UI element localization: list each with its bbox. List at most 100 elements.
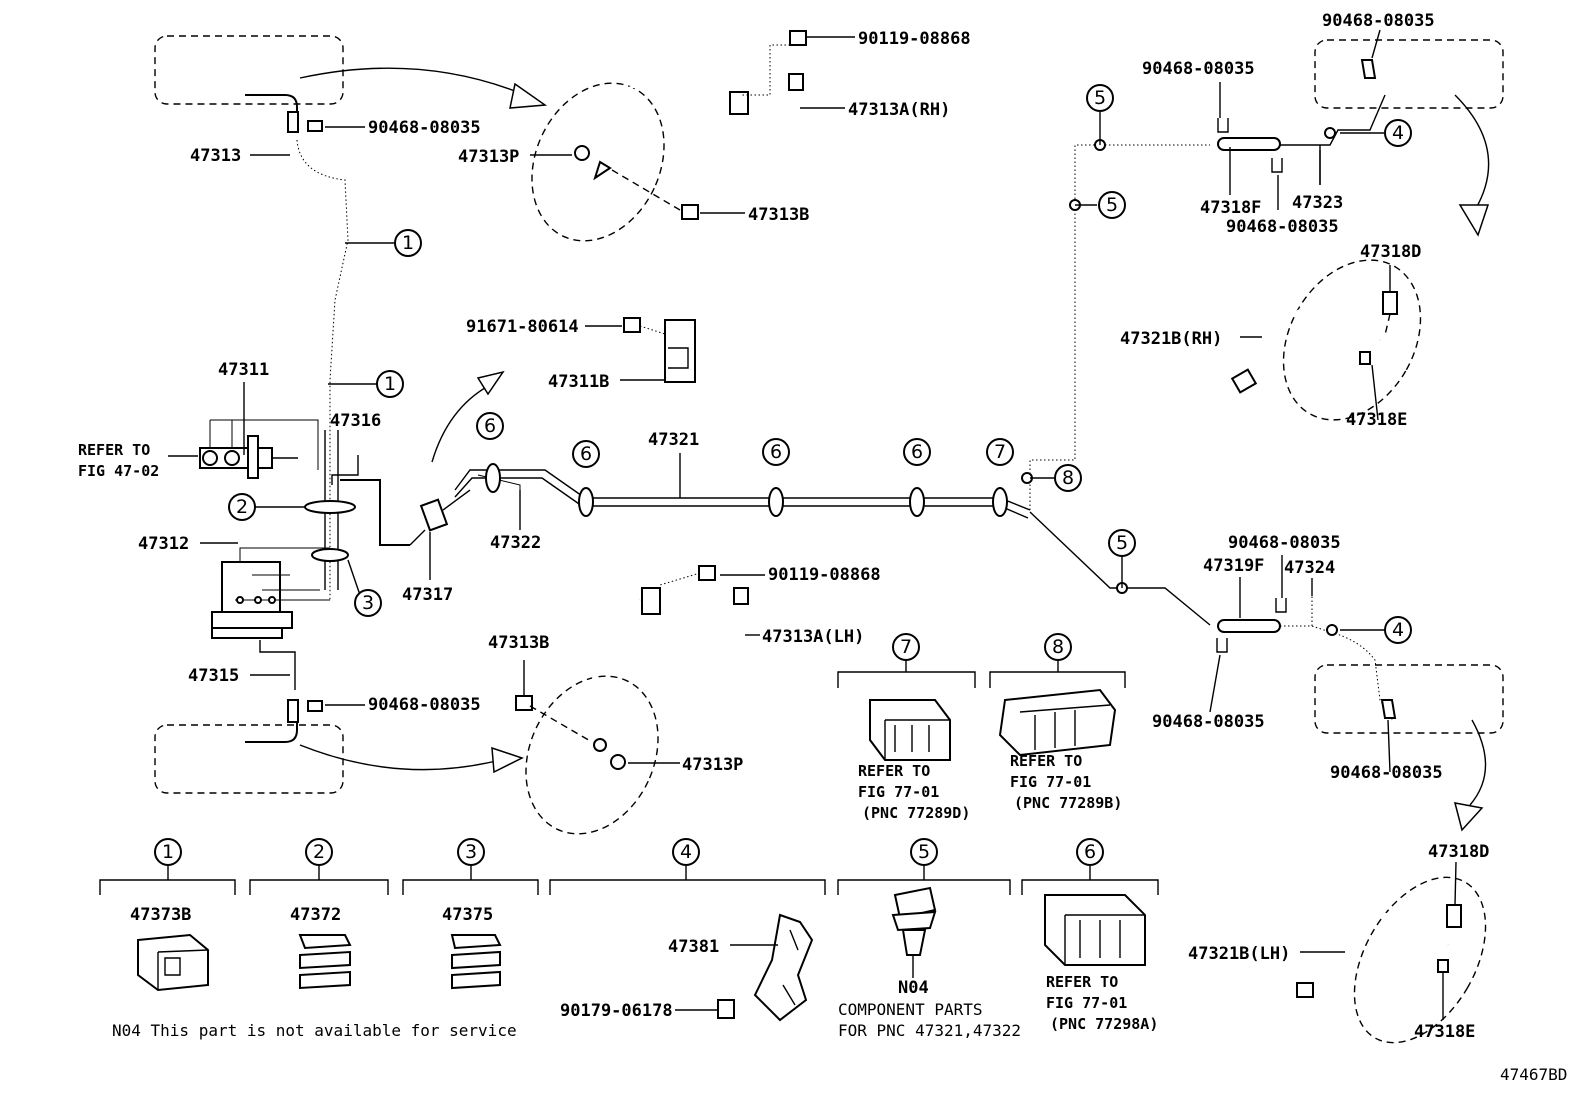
svg-text:1: 1 — [162, 841, 174, 863]
clamp-2 — [304, 500, 356, 514]
label-for-pnc: FOR PNC 47321,47322 — [838, 1021, 1021, 1040]
rear-rh-hose-group — [1282, 259, 1422, 421]
arrow-mid-head — [476, 370, 505, 396]
bracket-k2 — [249, 866, 389, 895]
label-47318E-bot: 47318E — [1414, 1022, 1475, 1042]
rear-rh-box — [1314, 39, 1504, 109]
arrow-rear-rh-head — [1458, 204, 1490, 237]
label-90468-08035-c: 90468-08035 — [1322, 11, 1435, 31]
bolt-47313B-lh — [515, 695, 533, 711]
label-90468-08035-e: 90468-08035 — [1226, 217, 1339, 237]
label-47373B: 47373B — [130, 905, 191, 925]
rear-lh-hose-group — [1353, 876, 1487, 1044]
label-47313P-top: 47313P — [458, 147, 519, 167]
key-3: 3 — [457, 838, 485, 866]
label-47317: 47317 — [402, 585, 453, 605]
label-47313A-lh: 47313A(LH) — [762, 627, 864, 647]
callout-8: 8 — [1054, 464, 1082, 492]
label-refer-6-b: FIG 77-01 — [1046, 994, 1127, 1012]
fitting-47321B-lh — [1296, 982, 1314, 998]
label-47318D-bot: 47318D — [1428, 842, 1489, 862]
bracket-k5 — [837, 866, 1011, 895]
callout-5-a: 5 — [1086, 84, 1114, 112]
svg-text:6: 6 — [580, 443, 592, 465]
label-refer-to-a: REFER TO — [78, 441, 150, 459]
label-90468-08035-a: 90468-08035 — [368, 118, 481, 138]
callout-4-a: 4 — [1384, 119, 1412, 147]
label-n04: N04 — [898, 978, 929, 998]
label-not-available-note: N04 This part is not available for servi… — [112, 1021, 517, 1040]
svg-text:6: 6 — [770, 441, 782, 463]
bracket-k3 — [402, 866, 539, 895]
label-90468-08035-h: 90468-08035 — [1330, 763, 1443, 783]
tube-47321 — [454, 469, 1031, 511]
clamp-47373B-icon — [137, 933, 209, 992]
clamp-8-icon — [998, 688, 1117, 757]
svg-text:5: 5 — [1106, 194, 1118, 216]
svg-text:4: 4 — [1392, 122, 1404, 144]
clip-90468-top-left — [307, 120, 323, 132]
label-90468-08035-b: 90468-08035 — [368, 695, 481, 715]
tube-47313 — [296, 139, 349, 600]
label-90179-06178: 90179-06178 — [560, 1001, 673, 1021]
svg-text:1: 1 — [384, 373, 396, 395]
label-47324: 47324 — [1284, 558, 1335, 578]
callout-5-c: 5 — [1108, 529, 1136, 557]
key-2: 2 — [305, 838, 333, 866]
bottom-tube-fitting — [287, 699, 299, 723]
callout-1-b: 1 — [376, 370, 404, 398]
callout-6-b: 6 — [572, 440, 600, 468]
clamp-7 — [992, 487, 1008, 517]
label-47321B-lh: 47321B(LH) — [1188, 944, 1290, 964]
fitting-47313A-lh — [733, 587, 749, 605]
label-refer-7-a: REFER TO — [858, 762, 930, 780]
svg-text:3: 3 — [465, 841, 477, 863]
arrow-rear-lh — [1469, 719, 1487, 806]
svg-text:5: 5 — [1116, 532, 1128, 554]
svg-text:4: 4 — [680, 841, 692, 863]
clip-90468-d — [1216, 638, 1228, 653]
label-47313: 47313 — [190, 146, 241, 166]
clamp-3 — [311, 548, 349, 562]
label-47313B-top: 47313B — [748, 205, 809, 225]
arrow-top-left — [299, 67, 526, 96]
arrow-bottom-left — [299, 744, 501, 771]
clamp-6-a — [485, 463, 501, 493]
svg-text:5: 5 — [918, 841, 930, 863]
bracket-7 — [837, 660, 976, 688]
bracket-8 — [989, 660, 1126, 688]
label-47381: 47381 — [668, 937, 719, 957]
union-47318F — [1217, 137, 1281, 151]
clip-47381-icon — [753, 913, 814, 1022]
callout-3: 3 — [354, 589, 382, 617]
svg-text:8: 8 — [1062, 467, 1074, 489]
tube-rear-lh — [1029, 511, 1211, 626]
key-5: 5 — [910, 838, 938, 866]
key-4: 4 — [672, 838, 700, 866]
clip-47313P-lh — [610, 754, 626, 770]
callout-4-b: 4 — [1384, 616, 1412, 644]
svg-text:6: 6 — [484, 415, 496, 437]
svg-text:6: 6 — [911, 441, 923, 463]
label-47311: 47311 — [218, 360, 269, 380]
bolt-90179 — [717, 999, 735, 1019]
label-refer-8-a: REFER TO — [1010, 752, 1082, 770]
figure-code: 47467BD — [1500, 1065, 1567, 1084]
svg-text:6: 6 — [1084, 841, 1096, 863]
callout-6-c: 6 — [762, 438, 790, 466]
label-90468-08035-g: 90468-08035 — [1152, 712, 1265, 732]
label-47315: 47315 — [188, 666, 239, 686]
svg-text:7: 7 — [900, 636, 912, 658]
tube-47316 — [331, 455, 359, 485]
bolt-91671 — [623, 317, 641, 333]
label-47319F: 47319F — [1203, 556, 1264, 576]
arrow-mid — [431, 384, 491, 463]
label-47316: 47316 — [330, 411, 381, 431]
label-refer-7-b: FIG 77-01 — [858, 783, 939, 801]
top-tube-fitting — [287, 111, 299, 133]
clip-47313P-rh — [574, 145, 590, 161]
clip-47318E-rh — [1359, 351, 1371, 365]
key-1: 1 — [154, 838, 182, 866]
callout-6-a: 6 — [476, 412, 504, 440]
